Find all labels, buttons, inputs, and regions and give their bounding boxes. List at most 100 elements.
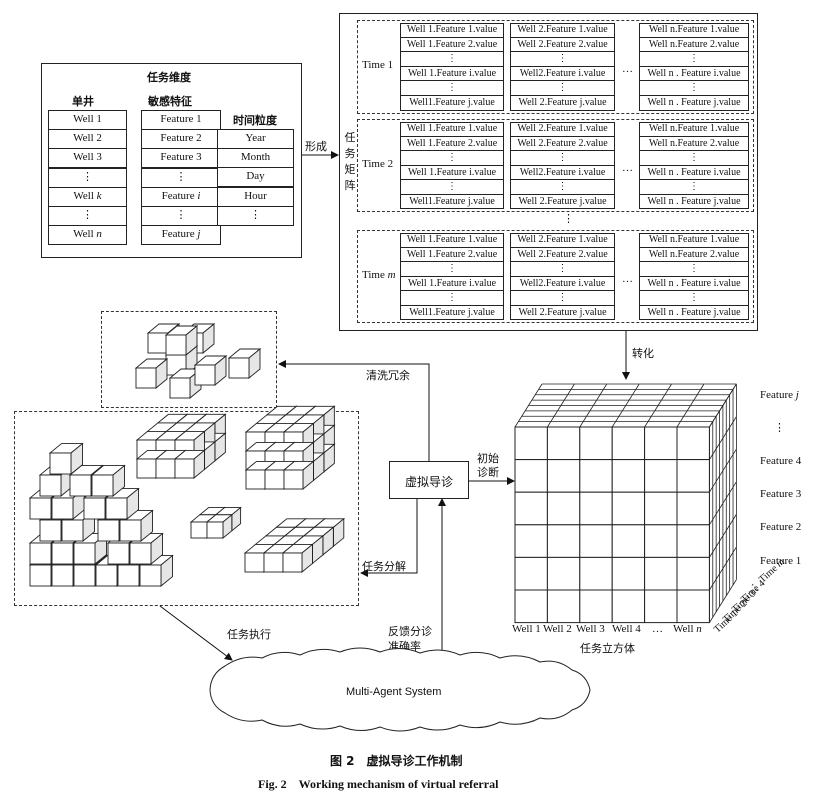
cube-well-label: Well n [673,623,702,635]
cube-front [29,497,52,520]
dim-cell: Well 3 [48,148,127,169]
cube-front-cell [644,524,678,558]
matrix-cell: Well 1.Feature 2.value [400,38,504,52]
cube-front-cell [644,491,678,526]
cube-front-cell [611,524,646,558]
virtual-referral-box[interactable]: 虚拟导诊 [389,461,469,499]
cube-front-cell [546,589,581,624]
matrix-cell: Well 1.Feature 1.value [400,23,504,38]
cube-front [29,542,52,565]
matrix-cell: Well 2.Feature 2.value [510,137,615,151]
cube-side-line [709,448,737,493]
cube-front-cell [546,556,581,591]
time-group [357,119,754,212]
matrix-well-column [400,23,504,111]
cube-front [135,367,157,389]
cube-front [129,542,152,565]
small-cube [164,325,199,356]
cube-front [61,519,84,542]
cube-front-cell [676,459,710,493]
cube-front [165,334,187,356]
cube-front-cell [676,491,710,526]
mas-cloud [209,647,591,732]
execute-label: 任务执行 [227,628,271,641]
small-cube [173,449,206,479]
cleaned-data-panel [101,311,277,408]
initial-diagnosis-label: 初始诊断 [477,452,499,479]
cube-well-label: … [652,623,663,635]
matrix-cell: ⋮ [510,81,615,96]
matrix-cell: Well n . Feature i.value [639,67,749,81]
time-group [357,230,754,323]
time-label: Time 1 [362,59,394,71]
matrix-cell: Well 2.Feature j.value [518,96,607,108]
matrix-well-column [510,122,615,209]
matrix-cell: Well 2.Feature 2.value [510,38,615,52]
cube-well-label: Well 2 [543,623,572,635]
matrix-cell: Well 1.Feature i.value [400,277,504,291]
cube-front-cell [579,426,613,461]
cube-front [73,542,96,565]
cube-front [136,458,157,479]
cube-front-cell [676,524,710,558]
cube-front [91,474,114,497]
cube-front-cell [546,491,581,526]
small-cube [227,348,262,379]
cube-front [174,458,195,479]
cube-side-line [709,416,737,460]
matrix-cell: ⋮ [510,151,615,166]
cube-front [282,552,303,573]
cube-front-cell [579,459,613,493]
task-matrix-label: 任 务 矩 阵 [344,131,356,192]
cube-feature-label: ⋮ [774,422,785,434]
matrix-cell: ⋮ [400,81,504,96]
cube-front [105,497,128,520]
arrow-clean [278,360,430,461]
cube-front [147,332,169,354]
time-group [357,20,754,114]
form-label: 形成 [305,140,327,153]
cube-front-cell [514,426,548,461]
matrix-cell: ⋮ [510,52,615,67]
small-cube [281,543,314,573]
matrix-cell: Well n . Feature j.value [647,195,741,207]
matrix-cell: ⋮ [400,52,504,67]
matrix-cell: Well1.Feature j.value [409,306,495,318]
cube-front-cell [514,556,548,591]
dim-cell: Feature j [141,225,221,246]
cube-front-cell [514,524,548,558]
matrix-cell: ⋮ [639,52,749,67]
decompose-label: 任务分解 [362,560,406,573]
cube-side-line [709,383,737,428]
cube-front-cell [514,589,548,624]
cube-front [51,497,74,520]
matrix-cell: ⋮ [510,262,615,277]
matrix-cell: Well n.Feature 1.value [639,233,749,248]
arrow-decompose [360,499,418,577]
cube-front-cell [611,459,646,493]
cube-front [206,521,224,539]
cube-front [139,564,162,587]
cube-feature-label: Feature 4 [760,455,802,467]
matrix-cell: Well n.Feature 2.value [639,137,749,151]
dim-column-header: 时间粒度 [233,114,277,127]
cube-front [39,519,62,542]
cube-front-cell [611,589,646,624]
cube-feature-label: Feature 1 [760,555,802,567]
cube-top-line [676,383,705,428]
cube-front-cell [676,589,710,624]
matrix-cell: Well 2.Feature j.value [518,306,607,318]
matrix-cell: Well 1.Feature 1.value [400,233,504,248]
cube-front [107,542,130,565]
cube-top-line [547,383,575,428]
matrix-col-dots: … [622,161,633,174]
matrix-cell: ⋮ [639,291,749,306]
cube-front [117,564,140,587]
matrix-cell: ⋮ [639,81,749,96]
matrix-well-column [510,23,615,111]
matrix-cell: Well 2.Feature 2.value [510,248,615,262]
matrix-cell: Well2.Feature i.value [510,166,615,180]
cube-front [51,542,74,565]
matrix-cell: Well2.Feature i.value [510,277,615,291]
virtual-referral-label: 虚拟导诊 [405,475,454,489]
